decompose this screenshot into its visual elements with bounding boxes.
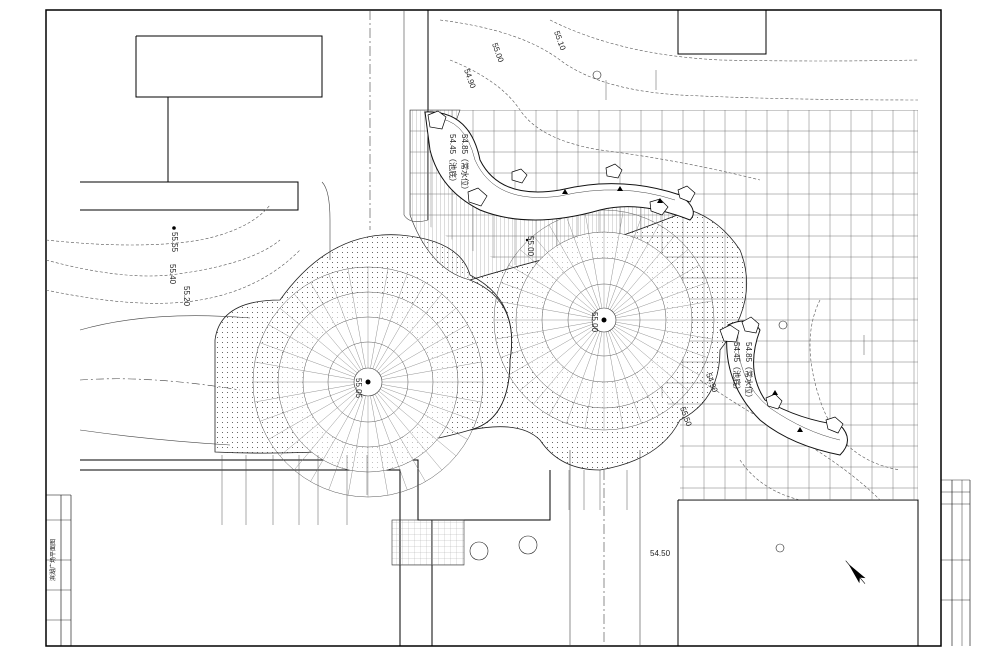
pool-top	[424, 110, 696, 221]
planting-bed	[391, 519, 465, 566]
tree-symbols	[469, 70, 788, 561]
drawing-title: 滨湖广场平面图	[49, 539, 57, 581]
north-arrow	[845, 560, 866, 584]
elev-55-40: 55.40	[168, 264, 177, 285]
rock	[605, 163, 623, 179]
rock	[741, 316, 760, 334]
pool-right-water-level: 54.85（常水位）	[744, 342, 754, 402]
elev-55-20: 55.20	[182, 286, 191, 307]
elev-55-00-top: 55.00	[490, 42, 505, 64]
pool-top-bottom: 54.45（池底）	[448, 134, 458, 186]
elev-54-50: 54.50	[650, 549, 671, 558]
revision-block	[941, 479, 971, 646]
elev-55-00-mid: 55.00	[526, 236, 535, 257]
sheet-frame	[45, 9, 942, 647]
rock	[825, 416, 844, 434]
rock	[427, 110, 447, 130]
elev-55-05: 55.05	[354, 378, 363, 399]
rock	[511, 168, 528, 184]
pool-right	[719, 316, 848, 456]
pool-labels: 54.85（常水位） 54.45（池底） 54.85（常水位） 54.45（池底…	[448, 134, 754, 402]
elev-54-90-top: 54.90	[462, 68, 477, 90]
title-block: 滨湖广场平面图	[46, 494, 72, 646]
rock	[467, 187, 488, 207]
pool-top-water-level: 54.85（常水位）	[460, 134, 470, 194]
plaza-left	[214, 234, 513, 498]
contour-lines	[45, 19, 919, 501]
rock	[649, 198, 669, 216]
elev-55-10: 55.10	[552, 30, 567, 52]
pool-right-bottom: 54.45（池底）	[732, 342, 742, 394]
point-markers	[172, 186, 803, 432]
rock	[719, 324, 740, 343]
leader-lines	[221, 70, 865, 525]
elev-55-00-plaza: 55.00	[590, 312, 599, 333]
rock	[677, 185, 696, 203]
elev-55-55: 55.55	[170, 232, 179, 253]
plaza-center	[468, 209, 748, 471]
